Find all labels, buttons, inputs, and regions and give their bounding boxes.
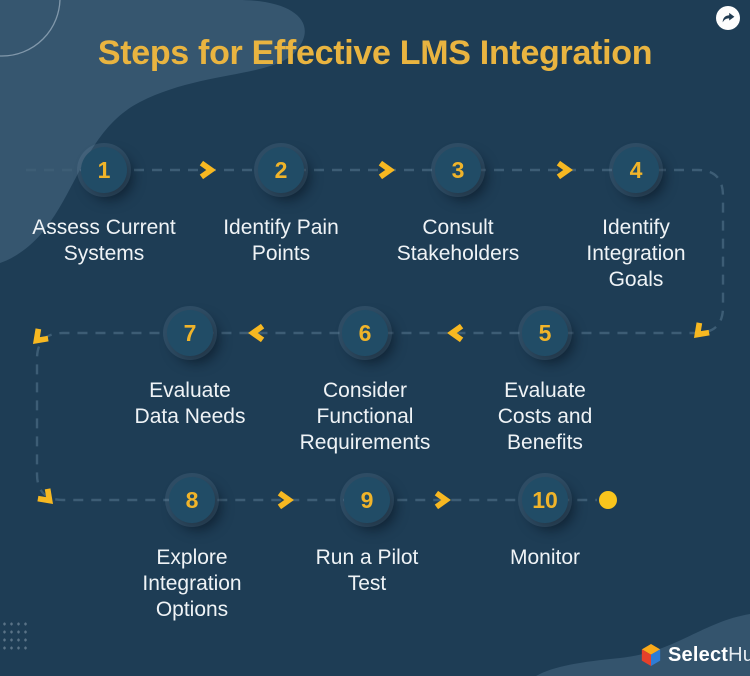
step-3: 3 Consult Stakeholders (366, 147, 550, 267)
step-label: Identify Pain Points (223, 216, 339, 265)
step-circle: 4 (613, 147, 659, 193)
step-6: 6 Consider Functional Requirements (273, 310, 457, 456)
step-label: Run a Pilot Test (315, 546, 419, 595)
dot-grid-decoration (1, 620, 31, 654)
step-1: 1 Assess Current Systems (12, 147, 196, 267)
selecthub-logo: SelectHub (640, 643, 750, 667)
logo-text-select: Select (668, 643, 729, 666)
step-10: 10 Monitor (453, 477, 637, 571)
step-8: 8 Explore Integration Options (100, 477, 284, 623)
flow-arrow-icon (374, 159, 396, 181)
step-circle: 5 (522, 310, 568, 356)
step-circle: 10 (522, 477, 568, 523)
flow-arrow-icon (273, 489, 295, 511)
step-circle: 9 (344, 477, 390, 523)
step-number: 6 (358, 319, 372, 346)
step-circle: 8 (169, 477, 215, 523)
flow-arrow-icon (247, 322, 269, 344)
step-number: 1 (97, 156, 111, 183)
step-label: Assess Current Systems (32, 216, 176, 265)
share-button[interactable] (716, 6, 740, 30)
step-label: Identify Integration Goals (586, 216, 686, 291)
step-circle: 7 (167, 310, 213, 356)
step-circle: 2 (258, 147, 304, 193)
step-label: Consult Stakeholders (396, 216, 520, 265)
flow-corner-arrow-icon (685, 315, 716, 346)
step-number: 3 (451, 156, 465, 183)
step-number: 4 (629, 156, 643, 183)
flow-arrow-icon (446, 322, 468, 344)
step-number: 10 (532, 486, 558, 513)
flow-arrow-icon (195, 159, 217, 181)
step-number: 2 (274, 156, 288, 183)
step-9: 9 Run a Pilot Test (275, 477, 459, 597)
step-2: 2 Identify Pain Points (189, 147, 373, 267)
flow-corner-arrow-icon (24, 321, 55, 352)
page-title: Steps for Effective LMS Integration (97, 34, 653, 72)
logo-cube-icon (641, 644, 661, 666)
step-label: Evaluate Costs and Benefits (497, 379, 593, 454)
step-number: 5 (538, 319, 552, 346)
step-label: Consider Functional Requirements (299, 379, 431, 454)
flow-corner-arrow-icon (30, 481, 61, 512)
step-number: 8 (185, 486, 199, 513)
step-number: 9 (360, 486, 374, 513)
step-circle: 6 (342, 310, 388, 356)
flow-arrow-icon (430, 489, 452, 511)
step-7: 7 Evaluate Data Needs (98, 310, 282, 430)
step-label: Explore Integration Options (142, 546, 242, 621)
share-arrow-icon (722, 12, 735, 23)
logo-text-hub: Hub (728, 643, 750, 666)
step-label: Monitor (509, 546, 581, 569)
logo-text: SelectHub (668, 644, 750, 667)
step-number: 7 (183, 319, 197, 346)
step-circle: 3 (435, 147, 481, 193)
flow-arrow-icon (552, 159, 574, 181)
step-circle: 1 (81, 147, 127, 193)
step-label: Evaluate Data Needs (134, 379, 246, 428)
flow-end-dot-icon (599, 491, 617, 509)
step-5: 5 Evaluate Costs and Benefits (453, 310, 637, 456)
step-4: 4 Identify Integration Goals (544, 147, 728, 293)
